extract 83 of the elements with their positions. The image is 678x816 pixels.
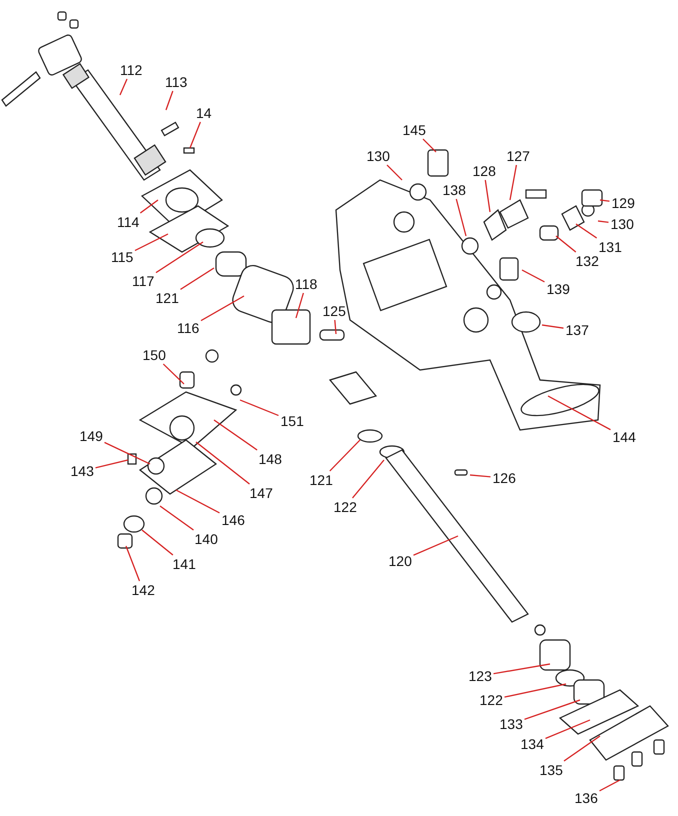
leader-line: [176, 489, 220, 514]
callout-number: 130: [610, 216, 634, 232]
callout-number: 117: [132, 273, 154, 289]
leader-line: [576, 224, 598, 238]
callout-number: 114: [117, 214, 140, 230]
leader-line: [104, 442, 150, 465]
callout-number: 137: [566, 322, 589, 338]
callout-number: 139: [546, 281, 570, 297]
leader-line: [156, 242, 204, 274]
callout-number: 148: [258, 451, 282, 467]
callout-number: 149: [80, 428, 103, 444]
callout-number: 112: [120, 62, 142, 78]
leader-line: [456, 198, 467, 236]
callout-number: 150: [142, 347, 166, 363]
callout-number: 14: [196, 105, 212, 121]
callout-number: 144: [612, 429, 636, 445]
leader-line: [598, 220, 609, 223]
leader-line: [334, 320, 337, 334]
leader-line: [504, 683, 566, 698]
callout-number: 125: [322, 303, 346, 319]
leader-line: [125, 546, 140, 582]
callout-number: 135: [540, 762, 563, 778]
leader-line: [134, 233, 168, 252]
callout-number: 132: [576, 253, 599, 269]
leader-line: [200, 295, 244, 322]
callout-number: 131: [598, 239, 622, 255]
leader-line: [140, 200, 158, 214]
leader-line: [556, 236, 576, 252]
callout-number: 121: [310, 472, 333, 488]
leader-line: [470, 474, 491, 478]
callout-number: 136: [574, 790, 598, 806]
callout-number: 113: [165, 74, 188, 90]
leader-line: [599, 779, 620, 792]
callout-number: 130: [366, 148, 390, 164]
leader-line: [189, 122, 201, 148]
leader-line: [352, 460, 384, 498]
callout-number: 116: [177, 320, 200, 336]
leader-line: [564, 736, 600, 762]
leader-line: [165, 90, 174, 110]
callout-number: 140: [194, 531, 218, 547]
leader-line: [484, 180, 491, 212]
leader-line: [142, 530, 174, 556]
leader-line: [162, 364, 184, 384]
callout-number: 122: [480, 692, 503, 708]
leader-line: [548, 395, 611, 430]
callout-number: 145: [402, 122, 426, 138]
callout-number: 146: [222, 512, 245, 528]
callout-number: 115: [111, 249, 134, 265]
leader-line: [180, 268, 214, 290]
callout-number: 147: [250, 485, 273, 501]
leader-line: [422, 138, 436, 152]
leader-line: [493, 663, 550, 674]
leader-line: [524, 699, 580, 720]
leader-line: [119, 78, 128, 96]
callout-number: 129: [612, 195, 635, 211]
leader-line: [545, 719, 590, 739]
callout-number: 151: [280, 413, 304, 429]
leader-line: [542, 324, 564, 329]
callout-number: 123: [468, 668, 492, 684]
leader-line: [329, 440, 360, 472]
callout-number: 141: [172, 556, 196, 572]
callout-number: 127: [506, 148, 530, 164]
callout-number: 142: [132, 582, 155, 598]
leader-line: [214, 420, 258, 450]
callout-number: 133: [500, 716, 523, 732]
leader-line: [600, 199, 610, 202]
leader-line: [196, 442, 250, 484]
callout-number: 122: [334, 499, 357, 515]
callout-number: 121: [156, 290, 179, 306]
callout-number: 134: [520, 736, 544, 752]
leader-line: [160, 506, 194, 530]
leader-line: [240, 399, 279, 416]
leader-line: [386, 164, 402, 180]
callout-number: 118: [295, 276, 318, 292]
callout-number: 143: [70, 463, 94, 479]
callout-number: 126: [492, 470, 516, 486]
leader-line: [413, 535, 458, 556]
leader-line: [509, 164, 517, 200]
leader-line: [522, 269, 545, 282]
callout-number: 120: [388, 553, 412, 569]
callout-number: 128: [472, 163, 496, 179]
leader-line: [95, 459, 128, 468]
callout-number: 138: [442, 182, 466, 198]
